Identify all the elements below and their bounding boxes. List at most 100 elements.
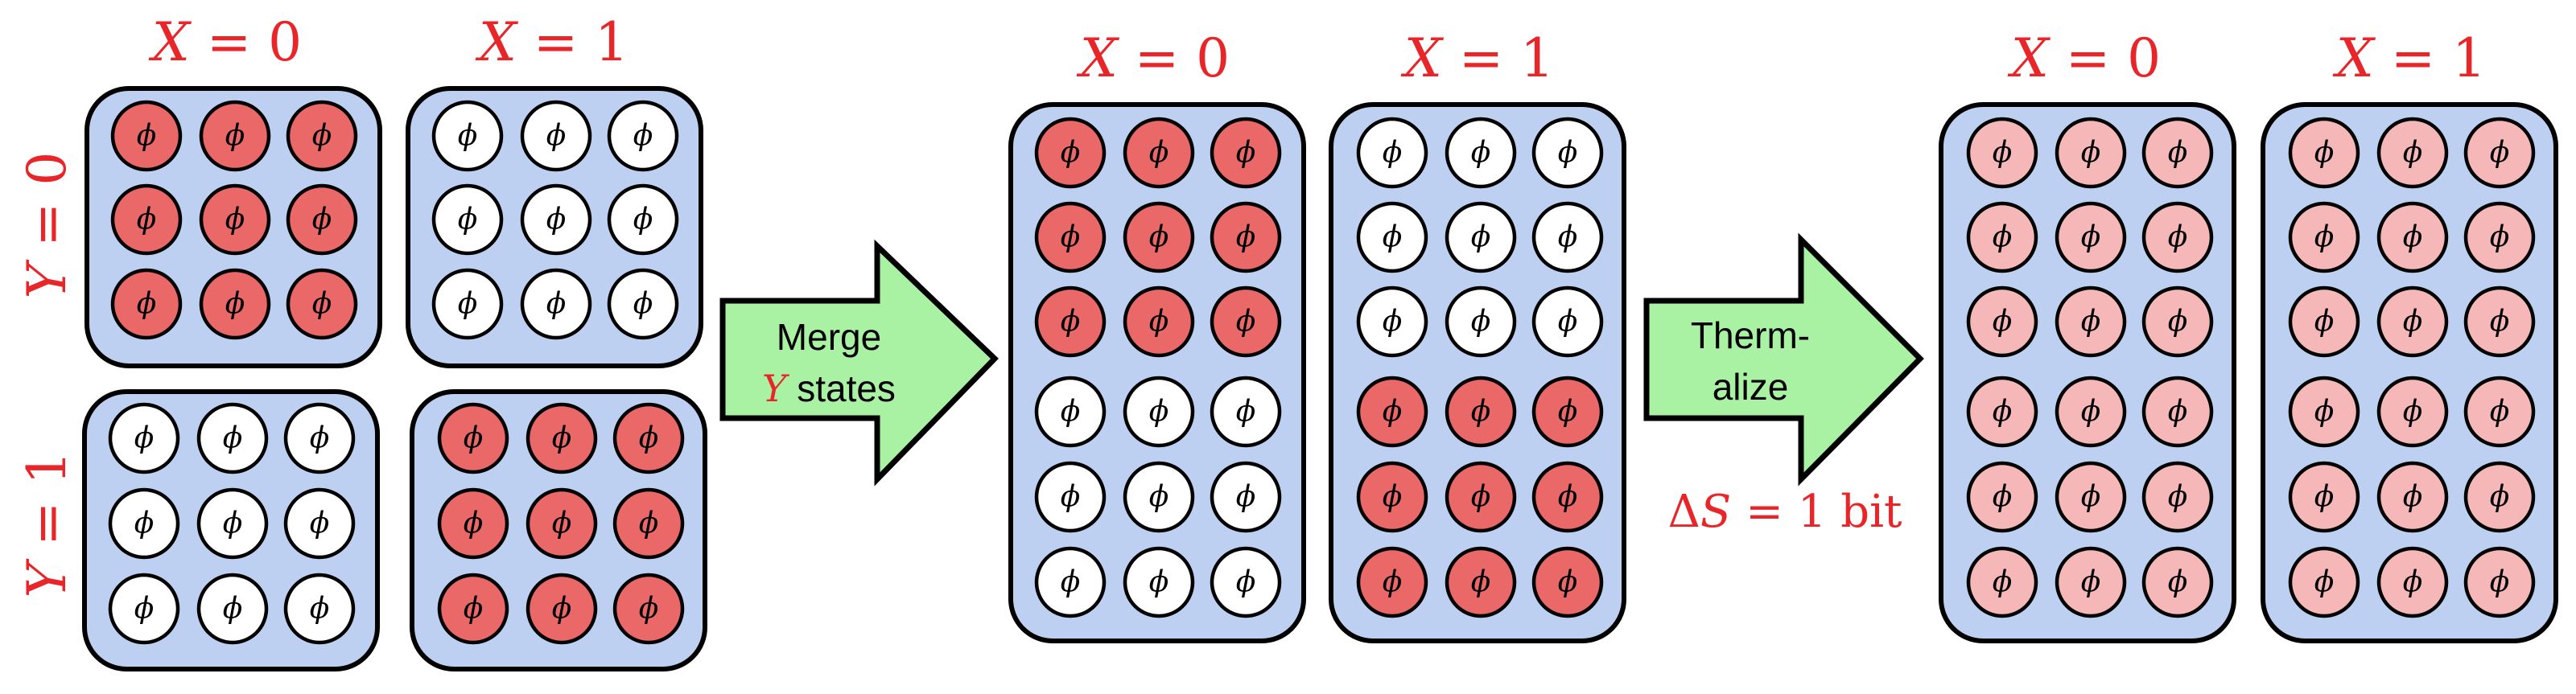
particle-symbol: ϕ xyxy=(552,507,572,540)
particle-circle xyxy=(2376,285,2449,358)
particle-symbol: ϕ xyxy=(2490,221,2510,254)
particle-symbol: ϕ xyxy=(312,203,332,236)
particle-symbol: ϕ xyxy=(639,507,659,540)
particle-circle xyxy=(1356,285,1428,358)
particle-red: ϕ xyxy=(612,487,685,560)
particle-circle xyxy=(431,268,504,340)
particle-circle xyxy=(1210,461,1282,533)
particle-circle xyxy=(110,183,183,256)
particle-circle xyxy=(2376,461,2449,533)
stage1-x0-header: X = 0 xyxy=(148,11,302,73)
particle-white: ϕ xyxy=(1123,376,1195,448)
particle-symbol: ϕ xyxy=(137,288,157,321)
particle-pink: ϕ xyxy=(2288,117,2360,189)
particle-pink: ϕ xyxy=(1966,117,2038,189)
particle-symbol: ϕ xyxy=(2403,396,2423,429)
particle-red: ϕ xyxy=(526,573,598,645)
particle-symbol: ϕ xyxy=(552,422,572,455)
particle-circle xyxy=(1966,376,2038,448)
particle-circle xyxy=(286,100,358,172)
particle-circle xyxy=(1966,461,2038,533)
particle-symbol: ϕ xyxy=(1236,396,1256,429)
particle-symbol: ϕ xyxy=(312,120,332,153)
particle-circle xyxy=(2055,461,2127,533)
particle-symbol: ϕ xyxy=(458,288,478,321)
particle-symbol: ϕ xyxy=(1383,221,1403,254)
particle-circle xyxy=(108,573,180,645)
arrow-shape xyxy=(719,239,999,487)
particle-symbol: ϕ xyxy=(1149,306,1169,339)
particle-red: ϕ xyxy=(110,268,183,340)
particle-pink: ϕ xyxy=(1966,285,2038,358)
particle-symbol: ϕ xyxy=(1383,566,1403,599)
particle-circle xyxy=(1531,376,1604,448)
particle-circle xyxy=(1356,376,1428,448)
particle-red: ϕ xyxy=(612,402,685,474)
particle-circle xyxy=(2463,117,2536,189)
particle-circle xyxy=(431,100,504,172)
particle-circle xyxy=(526,487,598,560)
particle-symbol: ϕ xyxy=(2168,306,2188,339)
particle-red: ϕ xyxy=(437,573,509,645)
particle-symbol: ϕ xyxy=(1471,137,1491,170)
particle-pink: ϕ xyxy=(2376,285,2449,358)
particle-red: ϕ xyxy=(1531,546,1604,618)
particle-white: ϕ xyxy=(520,183,592,256)
particle-red: ϕ xyxy=(286,100,358,172)
particle-circle xyxy=(1123,376,1195,448)
particle-pink: ϕ xyxy=(2055,201,2127,273)
particle-pink: ϕ xyxy=(2141,546,2214,618)
particle-white: ϕ xyxy=(431,268,504,340)
particle-circle xyxy=(1210,285,1282,358)
particle-symbol: ϕ xyxy=(1061,566,1081,599)
particle-red: ϕ xyxy=(1445,461,1517,533)
particle-white: ϕ xyxy=(196,487,269,560)
particle-symbol: ϕ xyxy=(2403,481,2423,514)
particle-red: ϕ xyxy=(1210,117,1282,189)
stage3-x0-header: X = 0 xyxy=(2007,27,2161,89)
particle-symbol: ϕ xyxy=(1471,221,1491,254)
particle-symbol: ϕ xyxy=(1061,306,1081,339)
particle-circle xyxy=(2463,201,2536,273)
particle-symbol: ϕ xyxy=(464,422,484,455)
particle-circle xyxy=(607,100,679,172)
particle-circle xyxy=(2141,376,2214,448)
particle-circle xyxy=(2463,285,2536,358)
particle-white: ϕ xyxy=(1210,546,1282,618)
particle-red: ϕ xyxy=(286,183,358,256)
particle-red: ϕ xyxy=(199,183,271,256)
particle-symbol: ϕ xyxy=(633,288,653,321)
particle-pink: ϕ xyxy=(2463,285,2536,358)
particle-circle xyxy=(1034,117,1107,189)
particle-white: ϕ xyxy=(520,268,592,340)
particle-white: ϕ xyxy=(1356,117,1428,189)
particle-circle xyxy=(2463,376,2536,448)
particle-symbol: ϕ xyxy=(1061,481,1081,514)
particle-symbol: ϕ xyxy=(134,507,155,540)
particle-pink: ϕ xyxy=(2376,376,2449,448)
particle-circle xyxy=(520,183,592,256)
particle-red: ϕ xyxy=(612,573,685,645)
particle-symbol: ϕ xyxy=(134,593,155,626)
particle-white: ϕ xyxy=(108,487,180,560)
particle-symbol: ϕ xyxy=(1993,396,2013,429)
particle-symbol: ϕ xyxy=(1471,306,1491,339)
particle-pink: ϕ xyxy=(2376,461,2449,533)
particle-circle xyxy=(108,487,180,560)
particle-symbol: ϕ xyxy=(1383,396,1403,429)
particle-circle xyxy=(1445,201,1517,273)
particle-symbol: ϕ xyxy=(458,203,478,236)
particle-symbol: ϕ xyxy=(2403,221,2423,254)
particle-symbol: ϕ xyxy=(1383,137,1403,170)
particle-white: ϕ xyxy=(1445,201,1517,273)
particle-red: ϕ xyxy=(199,100,271,172)
particle-circle xyxy=(1123,546,1195,618)
arrow-shape xyxy=(1643,232,1924,487)
particle-circle xyxy=(1123,201,1195,273)
particle-red: ϕ xyxy=(1445,546,1517,618)
particle-white: ϕ xyxy=(1445,285,1517,358)
particle-white: ϕ xyxy=(1356,285,1428,358)
